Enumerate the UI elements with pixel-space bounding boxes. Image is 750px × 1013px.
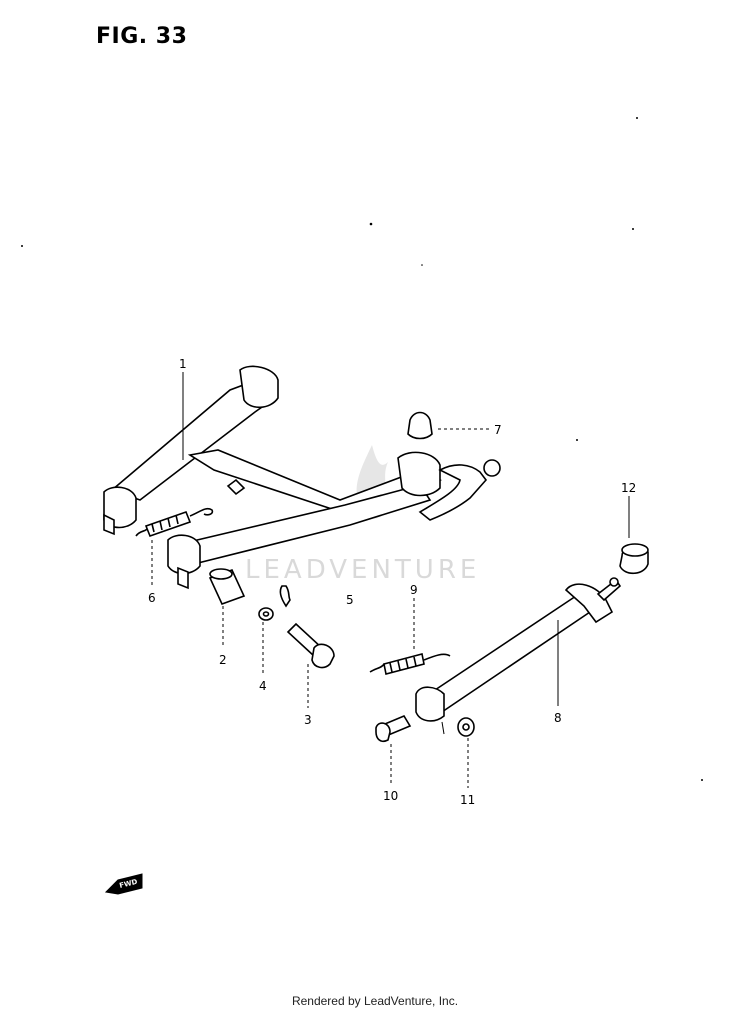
side-stand	[415, 577, 622, 722]
cotter-pin	[279, 585, 291, 608]
leader-lines	[151, 372, 630, 788]
callout-3: 3	[304, 713, 312, 727]
callout-6: 6	[148, 591, 156, 605]
callout-10: 10	[383, 789, 398, 803]
callout-7: 7	[494, 423, 502, 437]
figure-title: FIG. 33	[96, 24, 188, 49]
main-stand-frame	[103, 365, 501, 590]
return-spring-9	[369, 653, 451, 675]
callout-4: 4	[259, 679, 267, 693]
rubber-stopper	[407, 411, 433, 440]
callout-8: 8	[554, 711, 562, 725]
pivot-bolt	[286, 622, 335, 669]
callout-12: 12	[621, 481, 636, 495]
callout-1: 1	[179, 357, 187, 371]
callout-2: 2	[219, 653, 227, 667]
callout-9: 9	[410, 583, 418, 597]
return-spring-6	[135, 507, 214, 538]
callout-numbers: 1 2 3 4 5 6 7 8 9 10 11 12	[148, 357, 636, 807]
side-stand-bolt	[375, 714, 412, 743]
watermark-text: LEADVENTURE	[245, 555, 480, 585]
scan-specks	[21, 117, 703, 781]
callout-11: 11	[460, 793, 475, 807]
washer-4	[258, 607, 274, 621]
nut-11	[457, 717, 475, 737]
leader-8-tip	[441, 721, 445, 735]
callout-5: 5	[346, 593, 354, 607]
front-direction-marker: FWD	[104, 873, 143, 895]
stand-cap	[619, 543, 649, 575]
footer-credit: Rendered by LeadVenture, Inc.	[291, 994, 459, 1008]
stand-bushing	[208, 568, 246, 606]
